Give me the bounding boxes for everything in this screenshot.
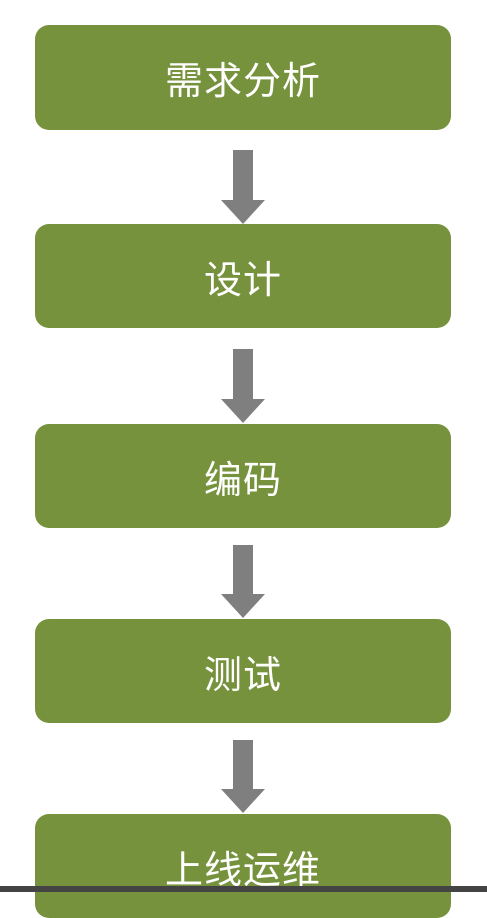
step-requirements-analysis: 需求分析 bbox=[35, 25, 451, 130]
step-coding: 编码 bbox=[35, 424, 451, 528]
step-testing: 测试 bbox=[35, 619, 451, 723]
step-label: 需求分析 bbox=[164, 59, 321, 103]
flowchart: 需求分析 设计 编码 测试 上线运维 bbox=[35, 25, 451, 918]
step-label: 上线运维 bbox=[164, 847, 321, 892]
step-label: 测试 bbox=[203, 652, 282, 697]
bottom-divider bbox=[0, 886, 487, 892]
down-arrow-icon bbox=[221, 349, 265, 423]
step-deployment-operations: 上线运维 bbox=[35, 814, 451, 918]
down-arrow-icon bbox=[221, 150, 265, 224]
down-arrow-icon bbox=[221, 545, 265, 618]
step-label: 设计 bbox=[203, 257, 282, 302]
step-label: 编码 bbox=[203, 457, 282, 502]
down-arrow-icon bbox=[221, 740, 265, 813]
step-design: 设计 bbox=[35, 224, 451, 328]
